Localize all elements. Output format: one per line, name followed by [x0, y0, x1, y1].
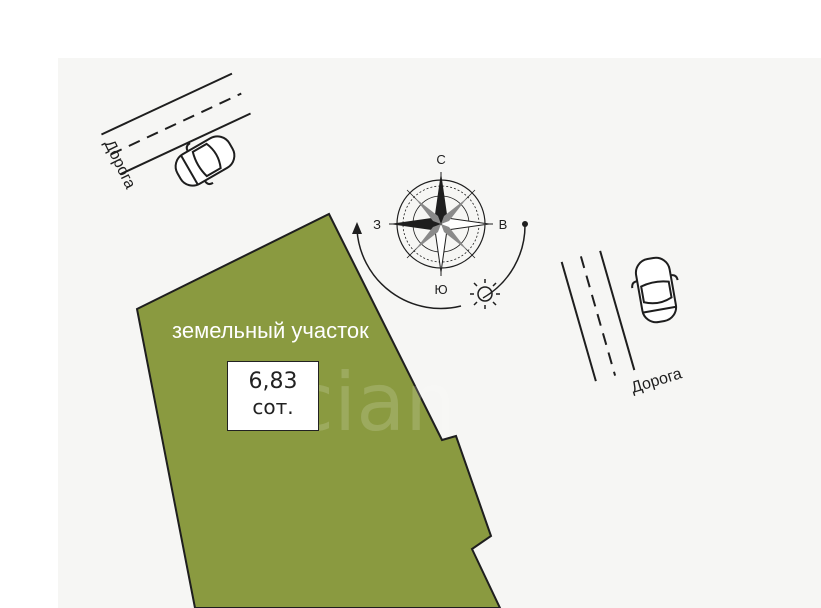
sun-path-end-dot	[522, 221, 528, 227]
compass-east-label: В	[499, 217, 508, 232]
area-value: 6,83	[248, 369, 298, 394]
compass-rose-icon	[389, 172, 493, 276]
car-icon	[631, 256, 679, 324]
compass-west-label: З	[373, 217, 381, 232]
road-centerline	[579, 256, 617, 376]
sun-icon	[470, 279, 500, 309]
road-top-left	[101, 72, 251, 176]
road-right	[560, 250, 636, 382]
plot-label: земельный участок	[172, 318, 369, 343]
road-edge	[560, 261, 597, 382]
area-unit: сот.	[252, 395, 294, 419]
area-box: 6,83 сот.	[227, 361, 319, 431]
compass-north-label: С	[436, 152, 445, 167]
road-edge	[599, 250, 636, 371]
road-edge	[119, 112, 251, 176]
road-centerline	[110, 92, 242, 156]
arrow-icon	[352, 222, 362, 234]
road-edge	[101, 72, 233, 136]
compass: С Ю В З	[352, 152, 528, 310]
compass-south-label: Ю	[434, 282, 447, 297]
car-icon	[174, 135, 236, 187]
